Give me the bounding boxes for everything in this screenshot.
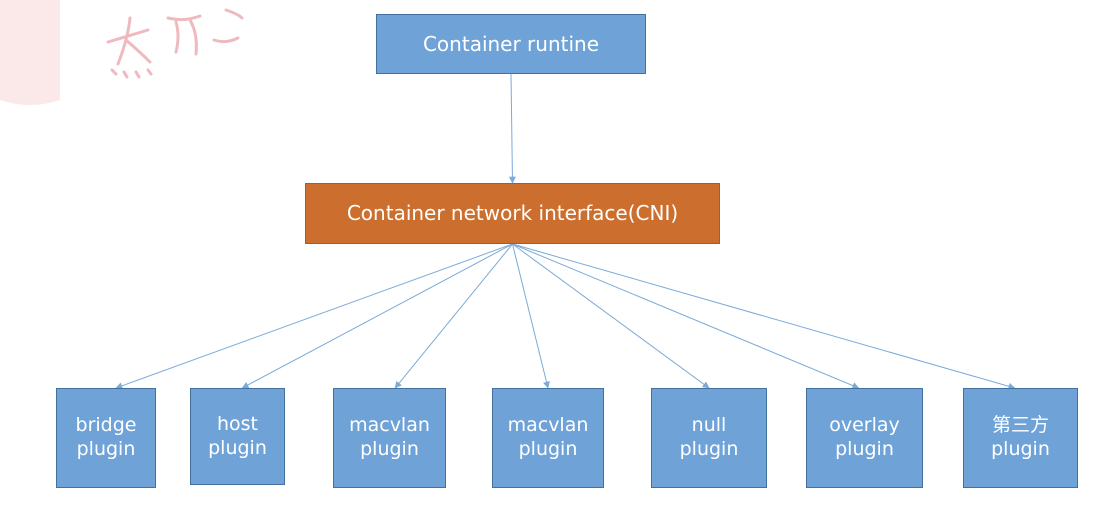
plugin-name: host bbox=[216, 412, 258, 435]
node-container-runtime-label: Container runtine bbox=[422, 31, 600, 56]
edge-cni-to-plugin-3 bbox=[512, 243, 550, 389]
plugin-suffix: plugin bbox=[835, 438, 894, 460]
node-cni-label: Container network interface(CNI) bbox=[346, 201, 679, 225]
plugin-name: null bbox=[691, 414, 727, 437]
plugin-suffix: plugin bbox=[991, 438, 1050, 460]
edge-cni-to-plugin-5 bbox=[512, 243, 860, 389]
plugin-suffix: plugin bbox=[76, 438, 136, 460]
watermark-logo-icon bbox=[0, 0, 244, 105]
plugin-suffix: plugin bbox=[679, 438, 739, 460]
node-cni: Container network interface(CNI) bbox=[305, 183, 720, 244]
edge-cni-to-plugin-1 bbox=[241, 243, 513, 389]
edge-runtime-to-cni bbox=[508, 73, 516, 184]
edge-cni-to-plugin-6 bbox=[512, 243, 1016, 390]
plugin-name: macvlan bbox=[349, 414, 430, 437]
plugin-suffix: plugin bbox=[518, 438, 578, 460]
edge-cni-to-plugin-4 bbox=[512, 243, 710, 389]
plugin-name: bridge bbox=[75, 414, 137, 437]
plugin-name: 第三方 bbox=[991, 414, 1049, 437]
edge-cni-to-plugin-0 bbox=[115, 243, 513, 390]
node-container-runtime: Container runtine bbox=[376, 14, 646, 74]
plugin-suffix: plugin bbox=[360, 438, 419, 460]
edge-cni-to-plugin-2 bbox=[394, 243, 513, 389]
plugin-name: overlay bbox=[829, 414, 900, 437]
plugin-name: macvlan bbox=[507, 414, 589, 437]
plugin-suffix: plugin bbox=[208, 436, 267, 459]
